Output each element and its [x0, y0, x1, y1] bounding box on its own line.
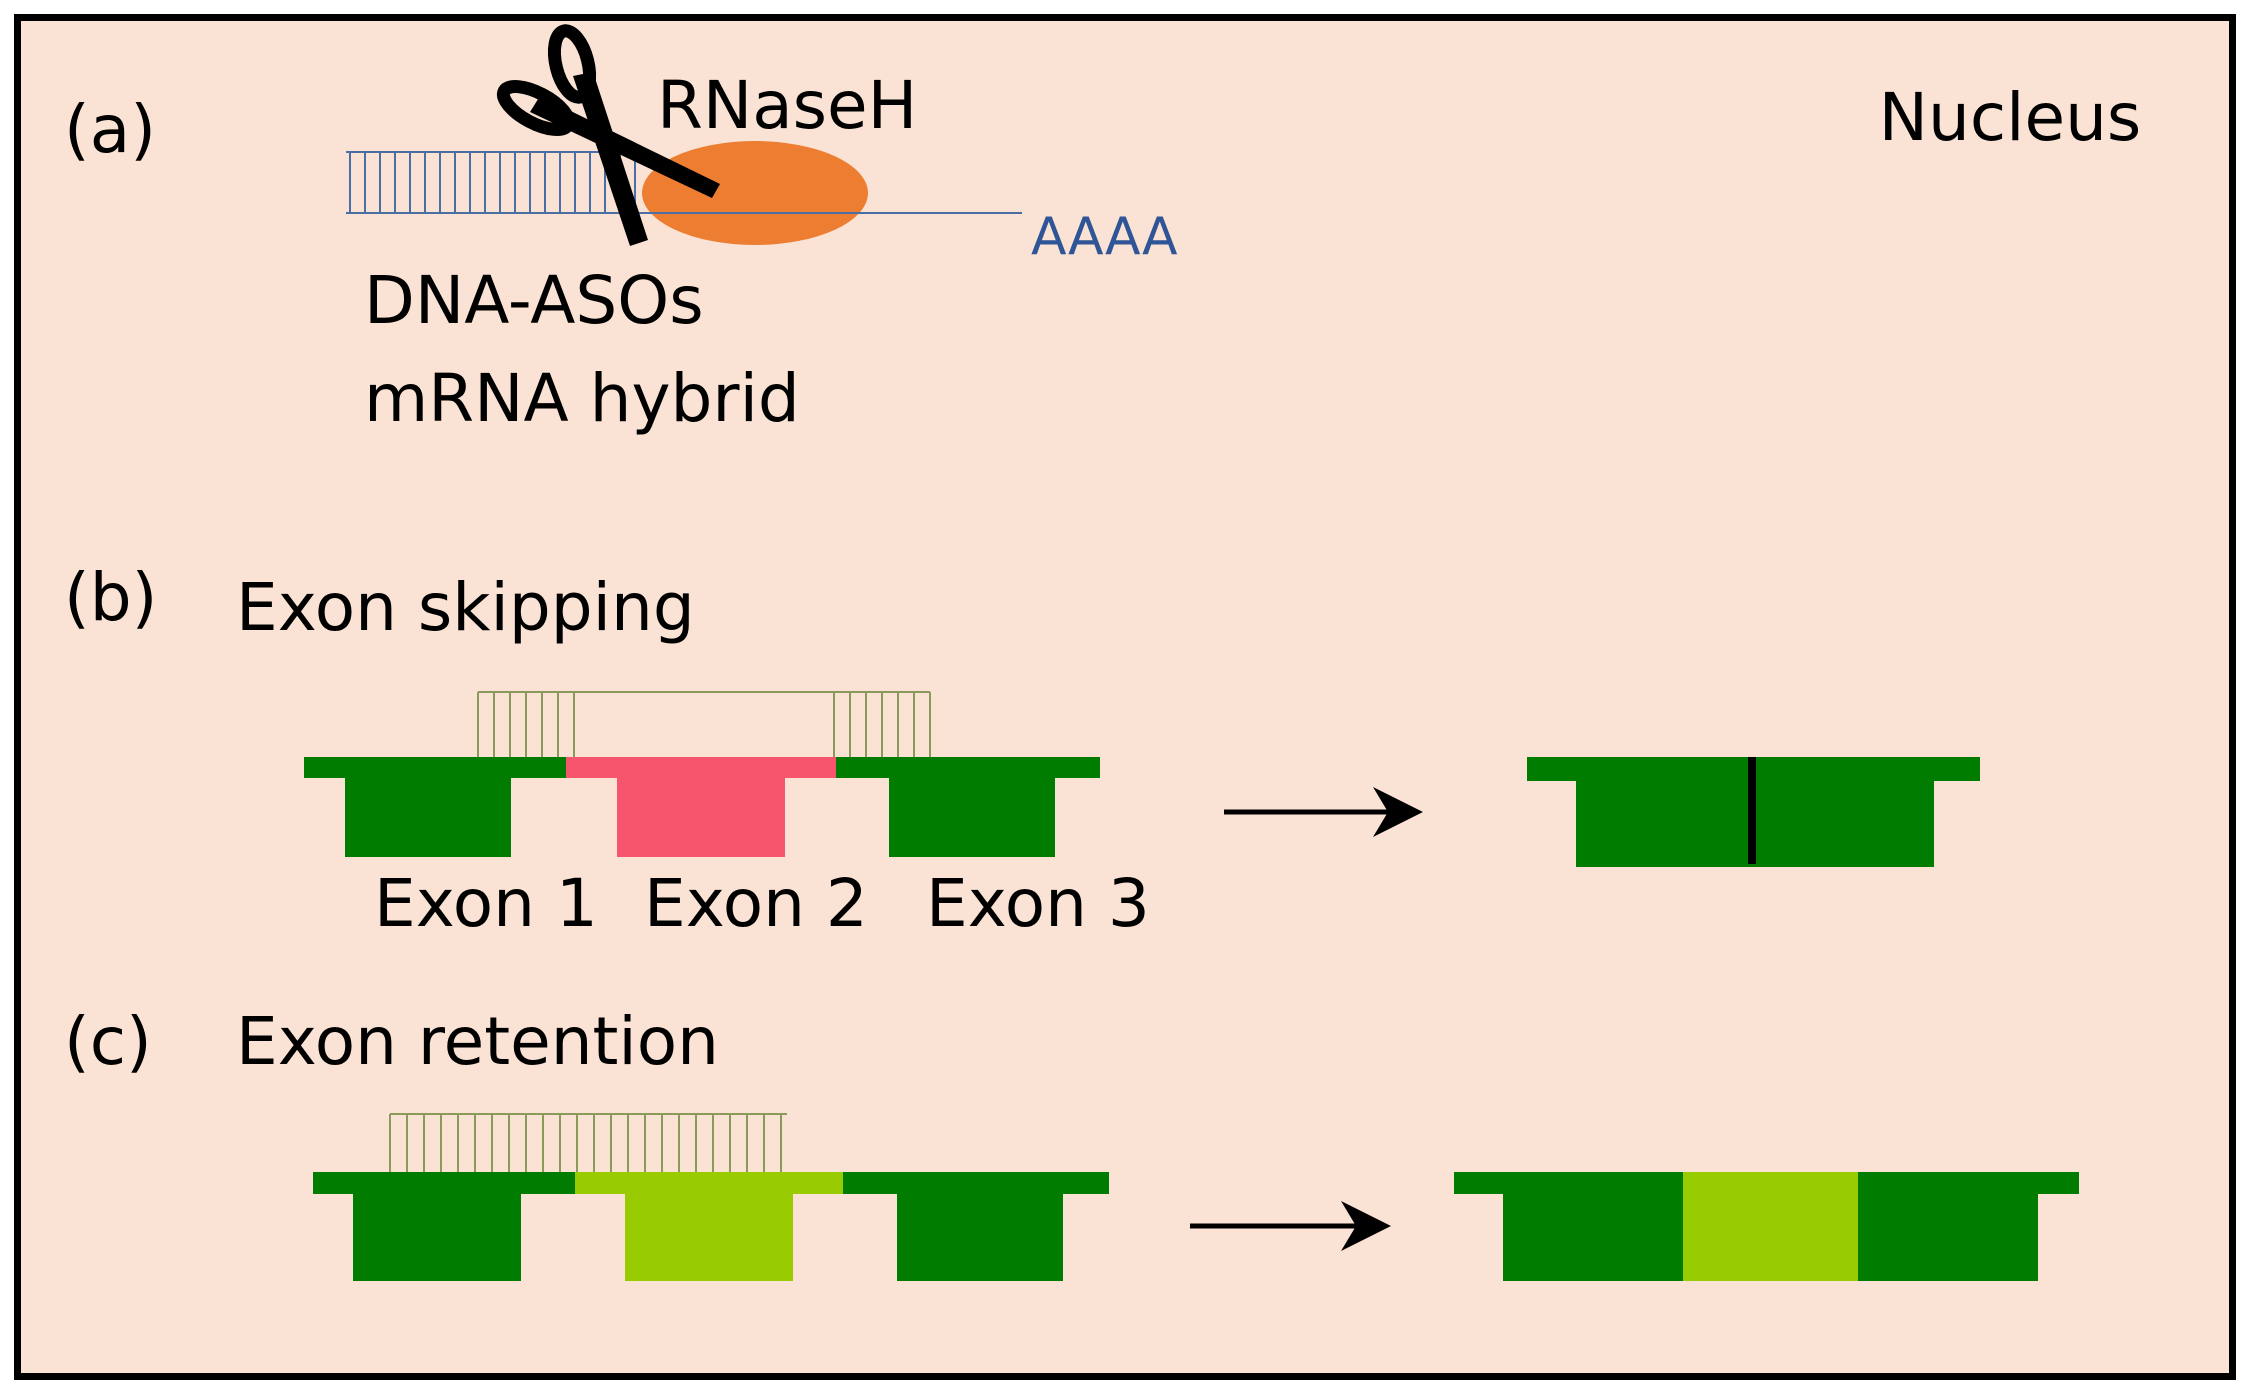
exon-2: [617, 776, 785, 857]
retained-exon-2: [1683, 1172, 1858, 1281]
nucleus-label: Nucleus: [1879, 79, 2142, 156]
rnaseh-enzyme: [642, 141, 868, 245]
aso-block: [389, 1113, 787, 1172]
mrna-skipped: [1527, 757, 1980, 867]
rnaseh-label: RNaseH: [657, 67, 917, 144]
panel-c-letter: (c): [64, 1003, 152, 1080]
exon-1-label: Exon 1: [374, 865, 598, 942]
exon-3: [897, 1192, 1063, 1281]
exon-1: [353, 1192, 521, 1281]
panel-b-title: Exon skipping: [236, 569, 695, 646]
hybrid-label-line2: mRNA hybrid: [364, 360, 800, 437]
exon-3: [889, 776, 1055, 857]
panel-b: (b) Exon skipping Exon 1 Exon 2 Exon 3: [64, 559, 1980, 942]
aso-strand: [346, 151, 648, 213]
exon-2-label: Exon 2: [644, 865, 868, 942]
exon-3-top: [836, 757, 1100, 778]
exon-2-top: [566, 757, 836, 778]
scissors-icon: [496, 24, 720, 246]
aso-bridge: [477, 691, 931, 757]
panel-c-title: Exon retention: [236, 1003, 719, 1080]
exon-1-top: [304, 757, 566, 778]
exon-1: [345, 776, 511, 857]
mrna-retained: [1454, 1172, 2079, 1281]
nucleus-panel: [14, 14, 2236, 1380]
panel-a: (a) RNaseH AAAA DNA-ASOs mRNA hybrid: [64, 24, 1178, 437]
poly-a-tail: AAAA: [1031, 207, 1178, 267]
exon-1-top: [313, 1172, 575, 1194]
pre-mrna-b: [304, 757, 1100, 857]
pre-mrna-c: [313, 1172, 1109, 1281]
panel-a-letter: (a): [64, 91, 156, 168]
exon-2-top: [575, 1172, 843, 1194]
exon-2: [625, 1192, 793, 1281]
panel-b-letter: (b): [64, 559, 157, 636]
exon-3-label: Exon 3: [926, 865, 1150, 942]
hybrid-label-line1: DNA-ASOs: [364, 262, 704, 339]
exon-3-top: [843, 1172, 1109, 1194]
panel-c: (c) Exon retention: [64, 1003, 2079, 1281]
